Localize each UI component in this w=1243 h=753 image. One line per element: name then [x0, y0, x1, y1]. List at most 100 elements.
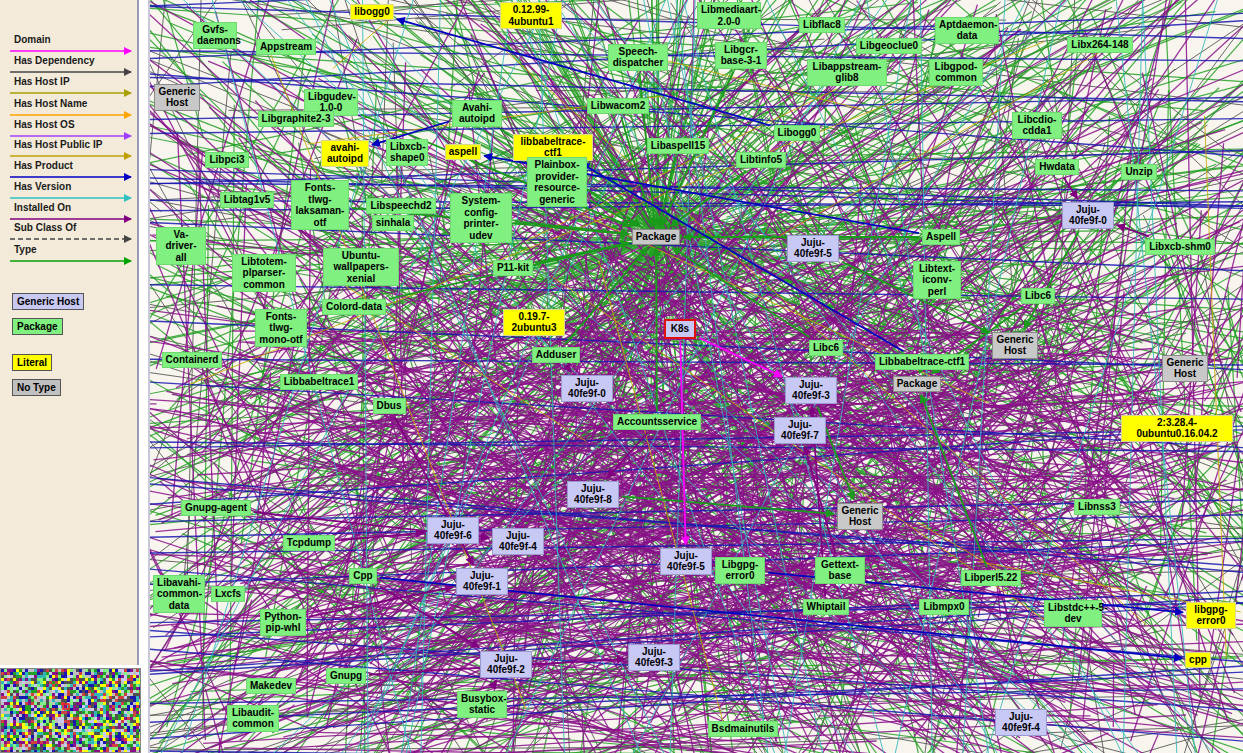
- minimap-cell: [91, 705, 94, 708]
- minimap-cell: [31, 735, 34, 738]
- minimap-cell: [100, 672, 103, 675]
- minimap-cell: [40, 741, 43, 744]
- minimap-cell: [28, 717, 31, 720]
- minimap-cell: [76, 696, 79, 699]
- minimap-cell: [118, 723, 121, 726]
- minimap-cell: [67, 678, 70, 681]
- minimap-cell: [139, 744, 141, 747]
- minimap-cell: [85, 738, 88, 741]
- minimap-cell: [139, 678, 141, 681]
- minimap-cell: [4, 681, 7, 684]
- minimap-cell: [40, 702, 43, 705]
- minimap-cell: [7, 717, 10, 720]
- minimap-cell: [28, 732, 31, 735]
- minimap-cell: [118, 741, 121, 744]
- minimap-cell: [97, 693, 100, 696]
- minimap-cell: [97, 669, 100, 672]
- minimap-cell: [79, 717, 82, 720]
- minimap-cell: [10, 717, 13, 720]
- minimap-cell: [94, 672, 97, 675]
- minimap-cell: [115, 744, 118, 747]
- minimap-cell: [1, 690, 4, 693]
- minimap-cell: [85, 687, 88, 690]
- minimap-cell: [124, 714, 127, 717]
- minimap-cell: [112, 699, 115, 702]
- minimap-cell: [13, 744, 16, 747]
- minimap-cell: [28, 741, 31, 744]
- minimap-cell: [115, 669, 118, 672]
- minimap-cell: [103, 729, 106, 732]
- minimap-cell: [28, 744, 31, 747]
- minimap-cell: [37, 732, 40, 735]
- minimap-cell: [19, 738, 22, 741]
- minimap-cell: [85, 684, 88, 687]
- minimap-cell: [22, 750, 25, 753]
- minimap-cell: [103, 687, 106, 690]
- minimap-cell: [127, 711, 130, 714]
- minimap-cell: [19, 744, 22, 747]
- legend-swatch: Literal: [12, 354, 52, 371]
- minimap-cell: [58, 672, 61, 675]
- minimap-cell: [118, 672, 121, 675]
- minimap-cell: [43, 693, 46, 696]
- minimap-cell: [130, 699, 133, 702]
- minimap-cell: [40, 690, 43, 693]
- minimap-cell: [124, 678, 127, 681]
- minimap-cell: [64, 720, 67, 723]
- minimap-cell: [22, 669, 25, 672]
- minimap-cell: [118, 708, 121, 711]
- minimap-cell: [91, 750, 94, 753]
- minimap-cell: [124, 705, 127, 708]
- minimap-cell: [121, 729, 124, 732]
- minimap-cell: [28, 738, 31, 741]
- minimap-cell: [79, 747, 82, 750]
- minimap-cell: [136, 714, 139, 717]
- minimap-cell: [34, 741, 37, 744]
- minimap-cell: [115, 747, 118, 750]
- minimap-cell: [40, 708, 43, 711]
- minimap-cell: [112, 672, 115, 675]
- minimap-cell: [28, 747, 31, 750]
- minimap-cell: [133, 738, 136, 741]
- minimap-cell: [106, 687, 109, 690]
- minimap-cell: [19, 690, 22, 693]
- minimap-cell: [25, 693, 28, 696]
- minimap-cell: [115, 738, 118, 741]
- minimap-cell: [73, 678, 76, 681]
- minimap-cell: [7, 672, 10, 675]
- minimap-cell: [1, 699, 4, 702]
- minimap-cell: [94, 708, 97, 711]
- legend-label: Package: [17, 321, 58, 332]
- minimap-cell: [43, 738, 46, 741]
- background-link: [193, 0, 807, 451]
- minimap-cell: [22, 741, 25, 744]
- minimap-cell: [34, 717, 37, 720]
- minimap-cell: [100, 720, 103, 723]
- minimap-cell: [58, 750, 61, 753]
- minimap-cell: [16, 750, 19, 753]
- minimap-cell: [43, 705, 46, 708]
- minimap-cell: [91, 735, 94, 738]
- minimap-cell: [61, 726, 64, 729]
- minimap-cell: [25, 705, 28, 708]
- minimap-cell: [10, 744, 13, 747]
- minimap-cell: [97, 699, 100, 702]
- minimap-cell: [13, 690, 16, 693]
- minimap-cell: [55, 699, 58, 702]
- minimap-cell: [1, 702, 4, 705]
- minimap-cell: [10, 690, 13, 693]
- minimap-cell: [106, 690, 109, 693]
- minimap-cell: [37, 750, 40, 753]
- minimap-cell: [106, 714, 109, 717]
- minimap-cell: [106, 681, 109, 684]
- minimap-cell: [121, 726, 124, 729]
- minimap-cell: [124, 702, 127, 705]
- minimap-cell: [82, 675, 85, 678]
- minimap-cell: [82, 693, 85, 696]
- minimap-cell: [58, 702, 61, 705]
- minimap-cell: [67, 720, 70, 723]
- minimap-cell: [13, 738, 16, 741]
- minimap-cell: [7, 678, 10, 681]
- minimap-cell: [43, 669, 46, 672]
- minimap-cell: [10, 729, 13, 732]
